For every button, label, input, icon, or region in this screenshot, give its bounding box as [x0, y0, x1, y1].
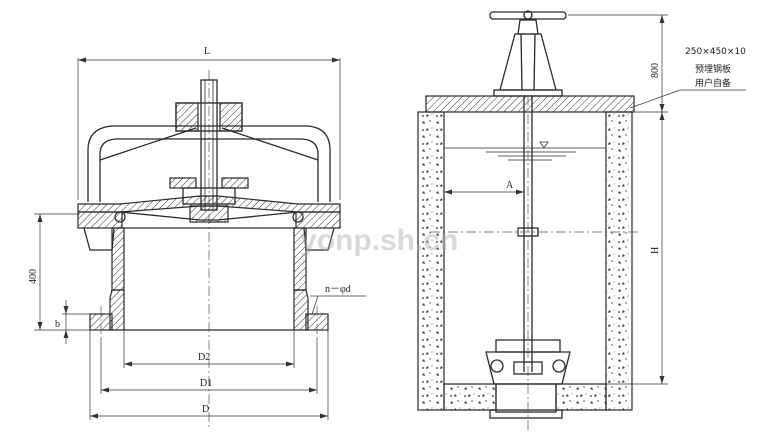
mid-hub-right: [221, 177, 249, 189]
watermark: yonp.sh.cn: [300, 224, 458, 257]
body-skirt-left: [109, 289, 125, 331]
arch-frame-outer: [87, 125, 331, 202]
valve-lug-right: [552, 359, 566, 373]
valve-body: [485, 351, 571, 385]
stem-coupling: [517, 227, 539, 237]
valve-pipe: [495, 383, 557, 413]
note-size: 250×450×10: [685, 47, 746, 57]
arch-frame-inner: [99, 138, 319, 202]
handwheel-hub: [523, 10, 533, 20]
top-hub-right: [219, 102, 243, 132]
cover-boss: [189, 205, 229, 223]
arch-inner-right-rib: [221, 127, 319, 161]
dim-D2-label: D2: [198, 352, 210, 363]
body-wall-left: [111, 227, 125, 291]
tank-floor-right: [555, 383, 607, 411]
top-flange-left: [77, 211, 123, 229]
top-hub-left: [175, 102, 199, 132]
tank-floor-left: [443, 383, 497, 411]
tank-wall-left: [417, 111, 445, 411]
water-level-symbol: [539, 141, 549, 149]
right-section-view: A H 800 250×450×10 预埋钢板 用户自备: [417, 10, 746, 432]
dim-A-label: A: [506, 180, 514, 191]
note-line2: 用户自备: [695, 77, 731, 89]
dim-H-label: H: [650, 247, 661, 254]
top-slab: [425, 95, 635, 113]
dim-L-label: L: [204, 46, 210, 57]
note-line1: 预埋钢板: [695, 63, 731, 75]
mid-hub-left: [169, 177, 197, 189]
valve-disc: [513, 361, 543, 375]
stand-neck: [517, 19, 539, 35]
top-hub-outline: [175, 102, 243, 132]
arch-inner-left-rib: [99, 127, 197, 161]
dim-D-label: D: [202, 404, 209, 415]
valve-lug-left: [490, 359, 504, 373]
note-leader: [629, 89, 681, 109]
dim-D1-label: D1: [200, 378, 212, 389]
dim-800-label: 800: [650, 63, 661, 78]
left-elevation-view: L 400 b n－φd D2 D1 D: [28, 46, 366, 430]
stand-body: [499, 33, 557, 91]
valve-flange: [489, 409, 563, 419]
tank-wall-right: [605, 111, 633, 411]
dim-b-arrows: [63, 306, 69, 338]
holes-label: n－φd: [325, 284, 351, 295]
holes-leader-arrow: [311, 295, 319, 315]
top-flange-right: [295, 211, 341, 229]
dim-b-label: b: [55, 319, 60, 330]
stand-base: [493, 89, 563, 97]
dim-A-arrows: [444, 189, 524, 195]
dim-400-label: 400: [28, 269, 39, 284]
lug-left: [83, 227, 115, 251]
stand-inner-lines: [520, 33, 536, 91]
handwheel-icon: [489, 11, 567, 20]
